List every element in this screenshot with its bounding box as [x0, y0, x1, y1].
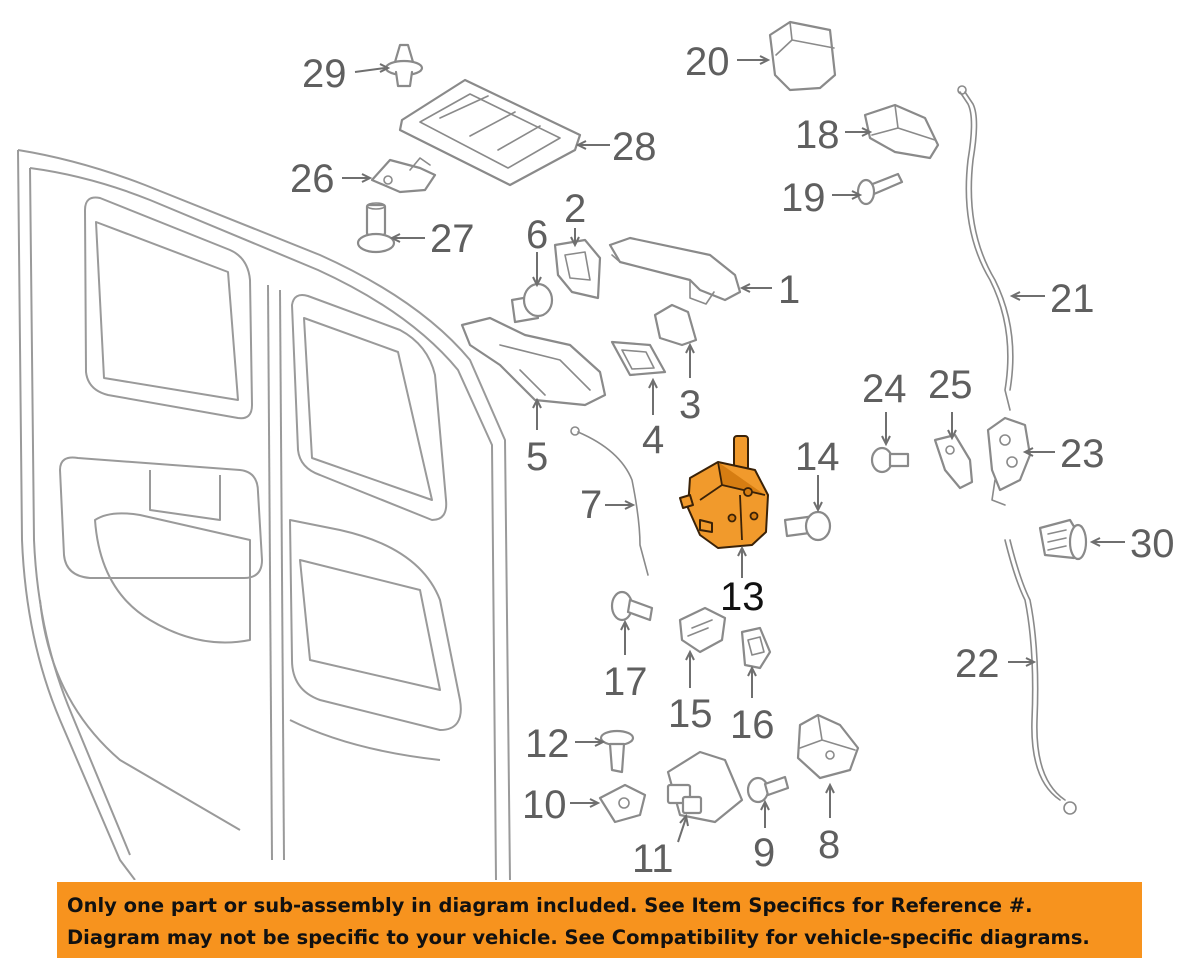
part-24-bolt [870, 446, 910, 474]
callout-4: 4 [642, 418, 664, 462]
part-10-hinge [598, 783, 647, 824]
door-panel [17, 149, 511, 880]
callout-numbers: 29 28 26 27 20 18 19 21 24 25 23 30 22 1… [290, 40, 1175, 880]
part-26-clip [370, 157, 437, 194]
callout-22: 22 [955, 642, 1000, 686]
callout-19: 19 [781, 176, 826, 220]
callout-26: 26 [290, 157, 335, 201]
callout-6: 6 [526, 213, 548, 257]
callout-16: 16 [730, 703, 775, 747]
callout-8: 8 [818, 823, 840, 867]
callout-9: 9 [753, 831, 775, 875]
callout-15: 15 [668, 692, 713, 736]
part-6-bolt [510, 282, 554, 324]
callout-10: 10 [522, 783, 567, 827]
disclaimer-line-2: Diagram may not be specific to your vehi… [67, 926, 1090, 949]
callout-29: 29 [302, 52, 347, 96]
disclaimer-line-1: Only one part or sub-assembly in diagram… [67, 894, 1033, 917]
part-14-bolt [783, 510, 832, 542]
part-27-bolt [356, 202, 396, 254]
part-16-shim [740, 626, 772, 670]
part-23-latch [986, 416, 1032, 506]
part-19-bolt [856, 172, 904, 206]
callout-28: 28 [612, 125, 657, 169]
part-1-outer-handle [608, 236, 742, 305]
part-20-cover [768, 20, 837, 92]
callout-24: 24 [862, 367, 907, 411]
exploded-parts-diagram: 29 28 26 27 20 18 19 21 24 25 23 30 22 1… [17, 20, 1175, 880]
callout-17: 17 [603, 660, 648, 704]
callout-2: 2 [564, 187, 586, 231]
callout-18: 18 [795, 113, 840, 157]
part-8-bracket [796, 713, 860, 780]
part-13-door-latch-actuator [679, 435, 769, 549]
callout-3: 3 [679, 383, 701, 427]
callout-30: 30 [1130, 522, 1175, 566]
part-2-gasket [553, 238, 602, 300]
part-18-bracket [863, 103, 940, 160]
callout-20: 20 [685, 40, 730, 84]
callout-12: 12 [525, 722, 570, 766]
callout-27: 27 [430, 217, 475, 261]
callout-1: 1 [778, 268, 800, 312]
part-11-bracket [666, 750, 744, 824]
callout-23: 23 [1060, 432, 1105, 476]
part-9-bolt [746, 775, 790, 804]
callout-25: 25 [928, 363, 973, 407]
callout-13: 13 [720, 575, 765, 619]
callout-7: 7 [580, 483, 602, 527]
callout-leaders [342, 55, 1125, 843]
part-22-rod [1004, 539, 1077, 815]
callout-11: 11 [632, 837, 674, 880]
part-12-pin [599, 729, 635, 774]
part-29-push-pin [384, 43, 424, 88]
callout-14: 14 [795, 435, 840, 479]
disclaimer-banner: Only one part or sub-assembly in diagram… [57, 882, 1142, 958]
callout-5: 5 [526, 435, 548, 479]
part-28-trim-bracket [398, 78, 582, 187]
part-21-cable [957, 85, 1014, 411]
part-3-bezel [653, 303, 698, 347]
part-5-handle-frame [460, 316, 607, 407]
part-30-lock-cylinder [1038, 518, 1088, 561]
part-25-bracket [933, 433, 974, 490]
part-15-striker [678, 606, 727, 654]
callout-21: 21 [1050, 277, 1095, 321]
part-7-cable [570, 426, 649, 576]
part-4-seal [610, 340, 667, 377]
part-17-pin [610, 590, 654, 622]
